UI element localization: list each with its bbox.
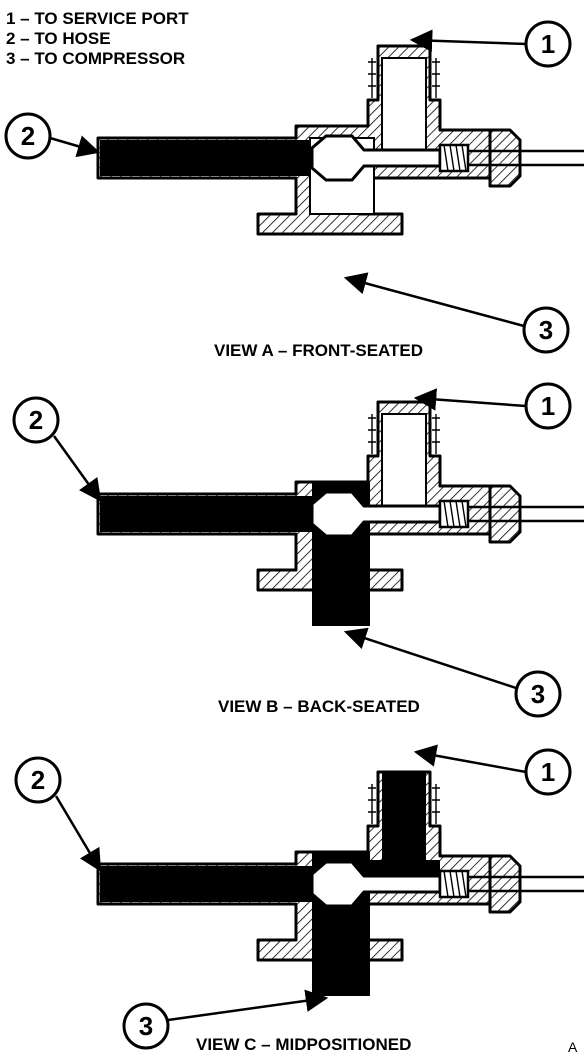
callout-arrow bbox=[167, 989, 329, 1022]
figure-mark: A bbox=[568, 1039, 578, 1055]
callout-circle bbox=[4, 112, 52, 160]
callout-circle bbox=[122, 1002, 170, 1050]
callout-arrow bbox=[409, 29, 527, 52]
callout-arrow bbox=[49, 135, 101, 158]
callout-arrow bbox=[54, 795, 102, 872]
callout-number: 1 bbox=[541, 757, 555, 787]
callout-number: 2 bbox=[21, 121, 35, 151]
callout-circle bbox=[522, 306, 570, 354]
hose-passage bbox=[100, 866, 312, 902]
callout-number: 3 bbox=[539, 315, 553, 345]
view-c: 1 2 3 VIEW C – MIDPOSITIONED bbox=[14, 744, 584, 1054]
legend-item: 3 – TO COMPRESSOR bbox=[6, 49, 185, 68]
callout-arrow bbox=[343, 627, 517, 690]
hose-passage bbox=[100, 496, 312, 532]
callout-arrow bbox=[413, 744, 527, 774]
callout-number: 2 bbox=[31, 765, 45, 795]
callout-circle bbox=[514, 670, 562, 718]
callout-arrow bbox=[413, 388, 527, 411]
callout-arrow bbox=[343, 272, 525, 328]
legend: 1 – TO SERVICE PORT 2 – TO HOSE 3 – TO C… bbox=[6, 9, 189, 68]
view-a: 1 2 3 VIEW A – FRONT-SEATED bbox=[4, 20, 584, 360]
callout-number: 1 bbox=[541, 29, 555, 59]
view-caption: VIEW A – FRONT-SEATED bbox=[214, 341, 423, 360]
callout-number: 1 bbox=[541, 391, 555, 421]
legend-item: 1 – TO SERVICE PORT bbox=[6, 9, 189, 28]
callout-number: 2 bbox=[29, 405, 43, 435]
callout-number: 3 bbox=[139, 1011, 153, 1041]
callout-circle bbox=[14, 756, 62, 804]
hose-passage bbox=[100, 140, 310, 176]
view-caption: VIEW B – BACK-SEATED bbox=[218, 697, 420, 716]
callout-arrow bbox=[52, 435, 102, 502]
legend-item: 2 – TO HOSE bbox=[6, 29, 111, 48]
service-port-passage bbox=[382, 772, 426, 876]
callout-circle bbox=[12, 396, 60, 444]
view-caption: VIEW C – MIDPOSITIONED bbox=[196, 1035, 411, 1054]
callout-number: 3 bbox=[531, 679, 545, 709]
view-b: 1 2 3 VIEW B – BACK-SEATED bbox=[12, 382, 584, 718]
